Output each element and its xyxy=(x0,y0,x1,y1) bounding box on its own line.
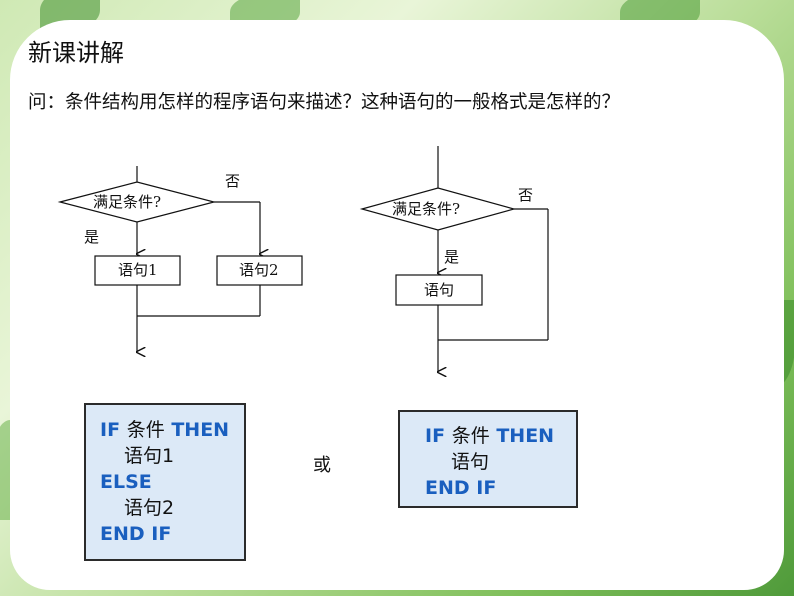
statement2-box xyxy=(216,255,303,286)
code-condition: 条件 xyxy=(451,425,490,447)
statement-label: 语句 xyxy=(424,281,454,299)
keyword-if: IF xyxy=(425,425,446,447)
code-line: 语句2 xyxy=(100,495,244,521)
code-line: 语句1 xyxy=(100,443,244,469)
yes-label: 是 xyxy=(444,248,459,266)
statement2-label: 语句2 xyxy=(239,261,279,279)
statement1-label: 语句1 xyxy=(118,261,158,279)
yes-label: 是 xyxy=(84,228,99,246)
page-title: 新课讲解 xyxy=(28,39,124,67)
statement-box xyxy=(395,274,483,306)
statement1-box xyxy=(94,255,181,286)
code-statement: 语句 xyxy=(451,451,490,473)
code-line: IF 条件 THEN xyxy=(100,417,244,443)
code-statement1: 语句1 xyxy=(124,445,175,467)
keyword-then: THEN xyxy=(496,425,555,447)
keyword-else: ELSE xyxy=(100,471,152,493)
code-line: 语句 xyxy=(425,449,576,475)
code-line: ELSE xyxy=(100,469,244,495)
or-label: 或 xyxy=(313,455,331,476)
code-line: IF 条件 THEN xyxy=(425,423,576,449)
decision-label: 满足条件? xyxy=(392,200,460,218)
keyword-then: THEN xyxy=(171,419,230,441)
code-line: END IF xyxy=(425,475,576,501)
keyword-if: IF xyxy=(100,419,121,441)
no-label: 否 xyxy=(518,186,533,204)
keyword-end-if: END IF xyxy=(425,477,497,499)
code-line: END IF xyxy=(100,521,244,547)
code-statement2: 语句2 xyxy=(124,497,175,519)
code-box-if: IF 条件 THEN 语句 END IF xyxy=(398,410,578,508)
question-text: 问：条件结构用怎样的程序语句来描述？这种语句的一般格式是怎样的？ xyxy=(28,92,621,113)
no-label: 否 xyxy=(225,172,240,190)
keyword-end-if: END IF xyxy=(100,523,172,545)
code-condition: 条件 xyxy=(126,419,165,441)
code-box-if-else: IF 条件 THEN 语句1 ELSE 语句2 END IF xyxy=(84,403,246,561)
decision-label: 满足条件? xyxy=(93,193,161,211)
